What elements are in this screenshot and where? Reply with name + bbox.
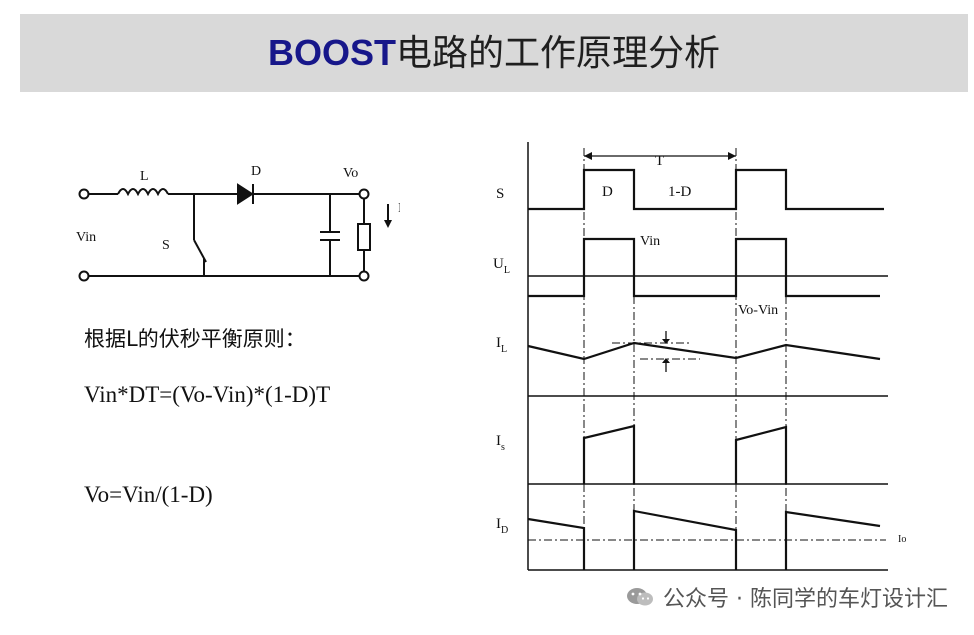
- output-label: Vo: [343, 166, 358, 181]
- switch-label: S: [162, 238, 170, 253]
- diode-symbol: [237, 183, 254, 205]
- watermark: 公众号 · 陈同学的车灯设计汇: [625, 581, 948, 613]
- vo-vin-level-label: Vo-Vin: [738, 303, 778, 318]
- current-label: Io: [398, 201, 400, 216]
- period-label: T: [655, 153, 664, 169]
- diode-label: D: [251, 164, 261, 179]
- equation-volt-second: Vin*DT=(Vo-Vin)*(1-D)T: [84, 382, 331, 407]
- id-waveform: [527, 517, 586, 570]
- boost-circuit-diagram: L D Vo Vin S Io: [76, 164, 400, 282]
- wechat-icon: [627, 588, 654, 606]
- page-title: BOOST电路的工作原理分析: [267, 32, 721, 74]
- title-bar: BOOST电路的工作原理分析: [20, 14, 968, 92]
- il-axis-label: IL: [496, 335, 507, 355]
- off-label: 1-D: [668, 184, 691, 200]
- ul-waveform: [528, 237, 880, 298]
- id-axis-label: ID: [496, 516, 508, 536]
- input-label: Vin: [76, 230, 96, 245]
- io-level-label: Io: [898, 534, 906, 545]
- duty-label: D: [602, 184, 613, 200]
- il-waveform: [527, 341, 881, 361]
- equation-output: Vo=Vin/(1-D): [84, 482, 213, 507]
- waveform-diagram: T D 1-D S UL IL Is ID Vin Vo-Vin Io: [493, 142, 906, 571]
- vin-level-label: Vin: [640, 234, 660, 249]
- inductor-label: L: [140, 169, 149, 184]
- resistor-symbol: [357, 223, 371, 251]
- is-waveform: [582, 424, 636, 484]
- inductor-symbol: [117, 188, 169, 197]
- watermark-text: 公众号 · 陈同学的车灯设计汇: [663, 587, 948, 612]
- s-waveform: [528, 168, 884, 211]
- principle-text: 根据L的伏秒平衡原则：: [84, 327, 306, 351]
- s-axis-label: S: [496, 186, 504, 202]
- ul-axis-label: UL: [493, 256, 510, 276]
- is-axis-label: Is: [496, 433, 505, 453]
